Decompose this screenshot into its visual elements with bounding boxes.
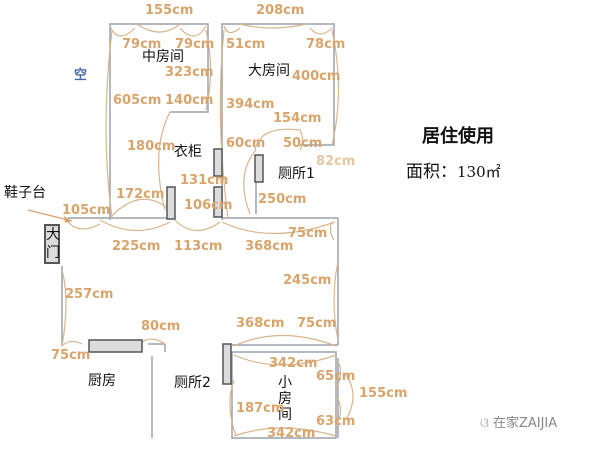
dim-hall-245: 245cm — [283, 273, 332, 288]
dim-hall-75-bottom: 75cm — [297, 316, 337, 331]
big-room-label: 大房间 — [248, 63, 290, 79]
toilet2-label: 厕所2 — [174, 375, 211, 391]
dim-hall-75-top: 75cm — [288, 226, 328, 241]
dim-big-78: 78cm — [306, 37, 346, 52]
area-label: 面积： — [406, 162, 457, 182]
dim-105: 105cm — [62, 203, 111, 218]
dim-big-394: 394cm — [226, 97, 275, 112]
watermark-logo-icon: ଓ — [480, 416, 489, 431]
dim-t1-60: 60cm — [226, 136, 266, 151]
dim-big-top: 208cm — [256, 3, 305, 18]
dim-kitchen-80: 80cm — [141, 319, 181, 334]
dim-hall-257: 257cm — [65, 287, 114, 302]
area-info: 面积：130㎡ — [406, 157, 501, 182]
wardrobe-label: 衣柜 — [174, 144, 202, 160]
dim-mid-top: 155cm — [145, 3, 194, 18]
dim-mid-right-top: 79cm — [175, 37, 215, 52]
dim-mid-left-top: 79cm — [122, 37, 162, 52]
kitchen-label: 厨房 — [88, 373, 116, 389]
dim-small-187: 187cm — [236, 401, 285, 416]
dim-hall-368-bottom: 368cm — [236, 316, 285, 331]
dim-mid-605: 605cm — [113, 93, 162, 108]
usage-title: 居住使用 — [422, 126, 494, 147]
dim-t1-154: 154cm — [273, 111, 322, 126]
dim-t1-82: 82cm — [316, 154, 356, 169]
dim-small-155: 155cm — [359, 386, 408, 401]
dim-small-65: 65cm — [316, 369, 356, 384]
dim-106: 106cm — [184, 198, 233, 213]
dim-mid-323: 323cm — [165, 65, 214, 80]
dim-t1-250: 250cm — [258, 192, 307, 207]
dim-big-400: 400cm — [292, 69, 341, 84]
dim-hall-113: 113cm — [174, 239, 223, 254]
toilet1-label: 厕所1 — [278, 166, 315, 182]
dim-big-51: 51cm — [226, 37, 266, 52]
dim-mid-140: 140cm — [165, 93, 214, 108]
dim-small-342-top: 342cm — [269, 356, 318, 371]
dim-172: 172cm — [116, 187, 165, 202]
dim-kitchen-75: 75cm — [51, 348, 91, 363]
main-door: 大门 — [44, 224, 60, 264]
dim-small-342-bottom: 342cm — [267, 426, 316, 441]
empty-label: 空 — [74, 68, 88, 83]
middle-room-label: 中房间 — [142, 49, 184, 65]
area-value: 130㎡ — [457, 163, 501, 181]
dim-wardrobe-180: 180cm — [127, 139, 176, 154]
dim-131: 131cm — [180, 173, 229, 188]
shoe-cabinet-label: 鞋子台 — [4, 185, 46, 201]
dim-hall-225: 225cm — [112, 239, 161, 254]
dim-t1-50: 50cm — [283, 136, 323, 151]
dim-small-63: 63cm — [316, 414, 356, 429]
watermark-text: 在家ZAIJIA — [492, 416, 558, 431]
small-room-label: 小房间 — [278, 375, 292, 424]
dim-hall-368-top: 368cm — [245, 239, 294, 254]
